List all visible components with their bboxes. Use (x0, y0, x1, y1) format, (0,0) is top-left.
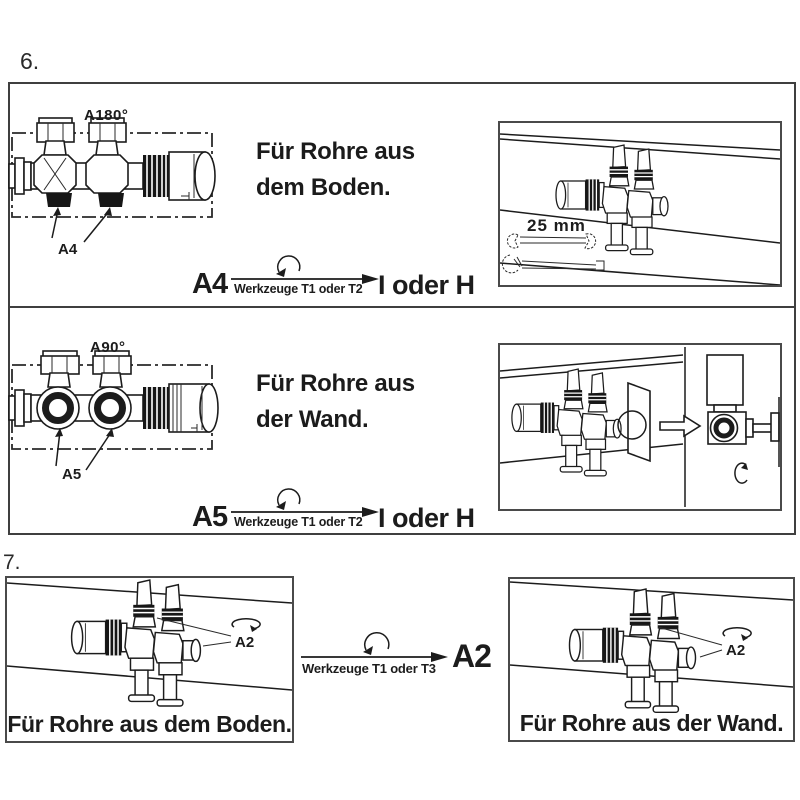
step-6-number: 6. (20, 48, 40, 74)
row1-formula-result: I oder H (378, 270, 475, 300)
row1-formula-tools: Werkzeuge T1 oder T2 (234, 282, 363, 296)
row1-description-line2: dem Boden. (256, 174, 391, 201)
step7-formula-tools: Werkzeuge T1 oder T3 (302, 661, 436, 676)
callout-a2-right: A2 (726, 642, 746, 659)
row1-description-line1: Für Rohre aus (256, 138, 415, 165)
rotation-ellipse-icon (722, 626, 752, 642)
row2-description-line1: Für Rohre aus (256, 370, 415, 397)
step-6-row-divider (8, 306, 794, 308)
step7-wall-scene (510, 581, 793, 714)
row2-formula-part: A5 (192, 501, 228, 533)
open-wrench-icon (506, 233, 597, 250)
row1-installed-panel: 25 mm (498, 121, 782, 287)
row2-description-line2: der Wand. (256, 406, 369, 433)
angle-label-a90: A90° (90, 339, 126, 356)
row2-formula-tools: Werkzeuge T1 oder T2 (234, 515, 363, 529)
row1-description: Für Rohre aus dem Boden. (256, 134, 415, 206)
angle-label-a180: A180° (84, 107, 129, 124)
step7-formula-result: A2 (452, 638, 492, 674)
step7-floor-panel: A2 Für Rohre aus dem Boden. (5, 576, 294, 743)
valve-a90-front-drawing (8, 350, 219, 471)
rotate-c-icon (734, 462, 748, 484)
callout-a2-left: A2 (235, 634, 255, 651)
rotation-arrow-icon (231, 255, 379, 284)
caption-floor: Für Rohre aus dem Boden. (7, 711, 292, 737)
direction-arrow-icon (659, 414, 702, 438)
rotation-ellipse-icon (231, 617, 261, 633)
rotation-arrow-icon (231, 488, 379, 517)
callout-a5: A5 (62, 466, 82, 483)
wrench-size-label: 25 mm (527, 216, 586, 235)
callout-a4: A4 (58, 241, 78, 258)
row2-installed-panel (498, 343, 782, 511)
row2-formula-result: I oder H (378, 503, 475, 533)
step7-floor-scene (7, 579, 292, 707)
caption-wall: Für Rohre aus der Wand. (519, 710, 784, 736)
row2-description: Für Rohre aus der Wand. (256, 366, 415, 438)
step7-wall-panel: A2 Für Rohre aus der Wand. (508, 577, 795, 742)
row1-formula-part: A4 (192, 268, 228, 300)
row1-installed-scene (500, 133, 780, 285)
adjustable-wrench-icon (501, 254, 605, 274)
row2-installed-scene (500, 347, 780, 507)
step-7-number: 7. (3, 551, 21, 574)
valve-a180-front-drawing (8, 117, 216, 243)
rotation-arrow-icon (301, 632, 448, 662)
